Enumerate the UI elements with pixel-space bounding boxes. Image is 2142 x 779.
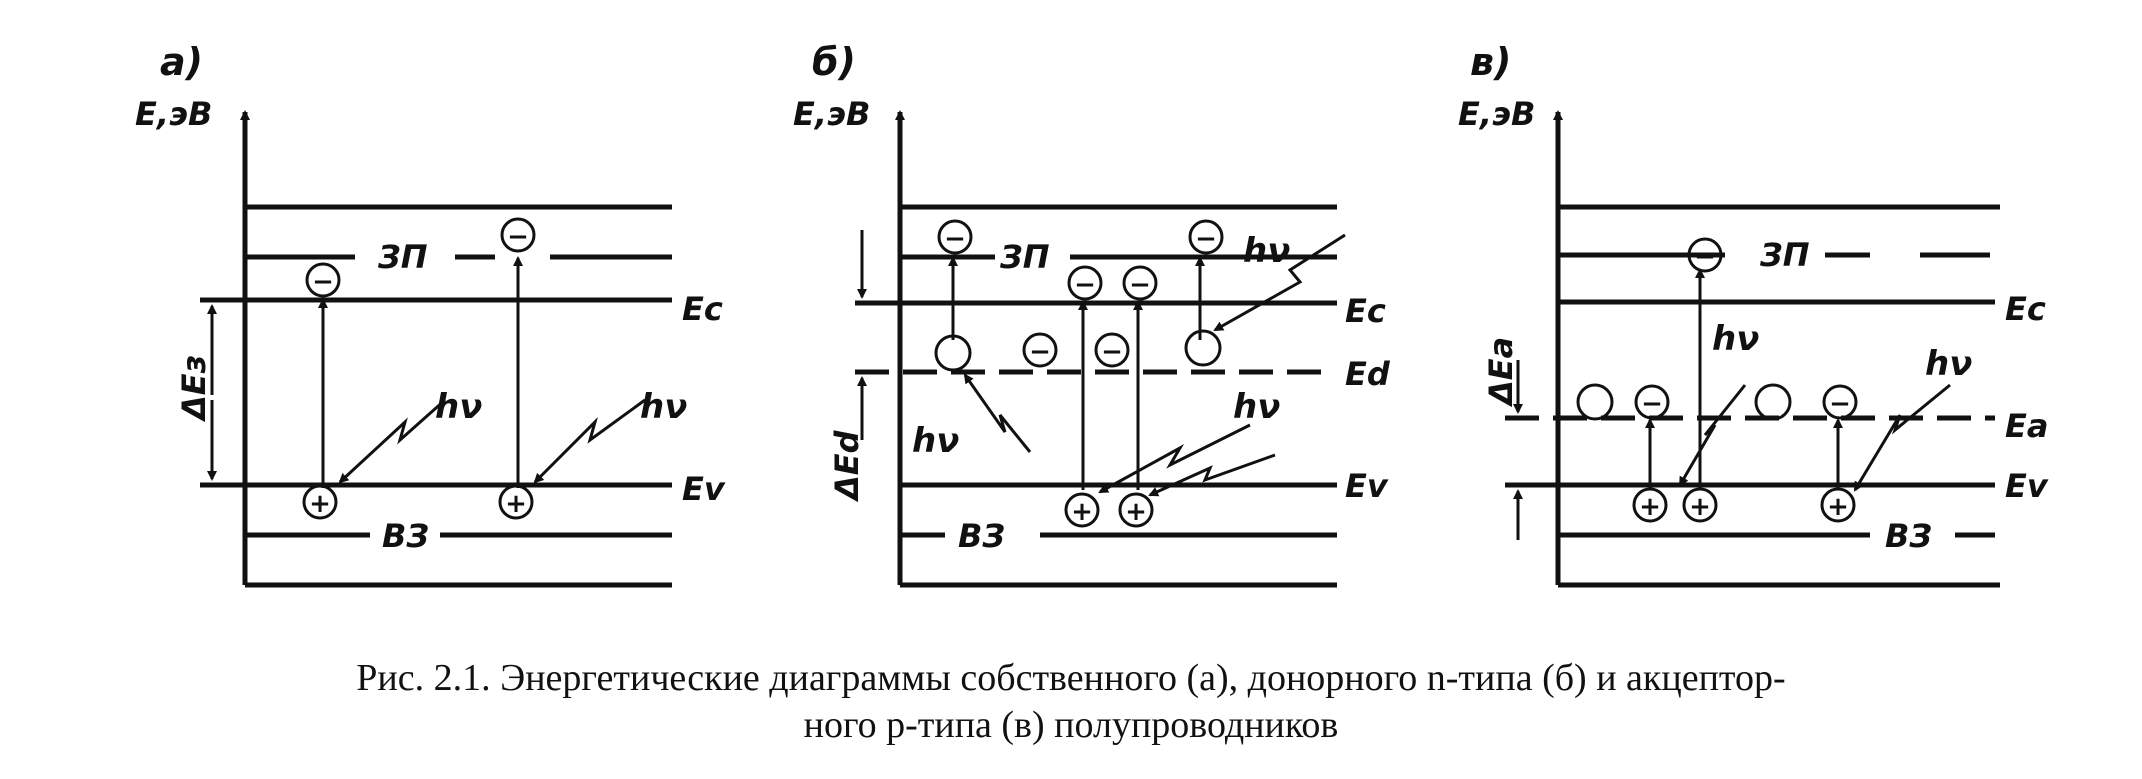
panel-b: б) E,эВ ЗП Ec Ed Ev ВЗ ΔEd − − − (793, 40, 1391, 588)
svg-text:+: + (1125, 497, 1147, 527)
panel-a: a) E,эВ ЗП Ec Ev ВЗ ΔEз − − + + (135, 40, 726, 588)
electron-icon: − (1122, 265, 1158, 301)
panel-b-photon-label-1: hν (912, 421, 959, 461)
panel-b-photon-2 (1098, 423, 1251, 494)
panel-c-ea-label: Ea (2005, 407, 2048, 445)
svg-text:−: − (507, 222, 529, 252)
svg-text:−: − (312, 267, 334, 297)
svg-text:−: − (1195, 224, 1217, 254)
panel-b-photon-1 (963, 373, 1032, 453)
panel-a-photon-label-1: hν (435, 387, 482, 427)
panel-c-valence-band-label: ВЗ (1885, 517, 1932, 555)
panel-a-axis-label: E,эВ (135, 95, 212, 133)
hole-icon: + (302, 484, 338, 520)
svg-text:−: − (1641, 389, 1663, 419)
panel-b-ed-label: Ed (1345, 355, 1391, 393)
panel-c-photon-label-2: hν (1925, 344, 1972, 384)
svg-text:+: + (309, 489, 331, 519)
hole-icon: + (1118, 492, 1154, 528)
panel-c-ec-label: Ec (2005, 290, 2046, 328)
electron-icon: − (1634, 384, 1670, 420)
svg-text:−: − (1829, 389, 1851, 419)
panel-a-valence-band-label: ВЗ (382, 517, 429, 555)
panel-c-ev-label: Ev (2005, 467, 2049, 505)
panel-a-ec-label: Ec (682, 290, 723, 328)
panel-b-letter: б) (812, 40, 856, 84)
svg-text:−: − (1101, 337, 1123, 367)
neutral-acceptor-icon (1576, 383, 1614, 421)
hole-icon: + (1064, 492, 1100, 528)
panel-a-letter: a) (160, 40, 203, 84)
ionized-donor-icon (934, 334, 972, 372)
panel-c-photon-1 (1678, 384, 1747, 487)
hole-icon: + (1632, 487, 1668, 523)
ionized-donor-icon (1184, 329, 1222, 367)
panel-a-gap-label: ΔEз (175, 355, 213, 423)
svg-text:−: − (1029, 337, 1051, 367)
panel-a-photon-1 (338, 398, 446, 484)
svg-text:+: + (505, 489, 527, 519)
panel-c-axis-label: E,эВ (1458, 95, 1535, 133)
panel-c: в) E,эВ ЗП Ec Ea Ev ВЗ ΔEa − − (1458, 40, 2049, 588)
svg-text:+: + (1071, 497, 1093, 527)
svg-text:−: − (1129, 270, 1151, 300)
svg-text:+: + (1689, 492, 1711, 522)
svg-text:−: − (1074, 270, 1096, 300)
panel-b-photon-4 (1213, 233, 1346, 332)
electron-icon: − (500, 217, 536, 253)
electron-icon: − (1188, 219, 1224, 255)
panel-a-photon-2 (533, 398, 646, 484)
panel-b-valence-band-label: ВЗ (958, 517, 1005, 555)
panel-b-photon-3 (1148, 453, 1276, 497)
panel-b-conduction-band-label: ЗП (999, 238, 1050, 276)
svg-text:+: + (1827, 492, 1849, 522)
panel-c-gap-label: ΔEa (1482, 337, 1520, 408)
panel-b-ev-label: Ev (1345, 467, 1389, 505)
panel-c-letter: в) (1470, 40, 1511, 84)
panel-b-gap-label: ΔEd (828, 429, 866, 503)
electron-icon: − (1022, 332, 1058, 368)
panel-b-photon-label-2: hν (1233, 387, 1280, 427)
panel-c-conduction-band-label: ЗП (1759, 236, 1810, 274)
panel-b-ec-label: Ec (1345, 292, 1386, 330)
electron-icon: − (305, 262, 341, 298)
svg-text:+: + (1639, 492, 1661, 522)
panel-b-axis-label: E,эВ (793, 95, 870, 133)
electron-icon: − (937, 219, 973, 255)
panel-c-photon-2 (1853, 383, 1951, 492)
hole-icon: + (498, 484, 534, 520)
hole-icon: + (1682, 487, 1718, 523)
electron-icon: − (1067, 265, 1103, 301)
hole-icon: + (1820, 487, 1856, 523)
panel-a-ev-label: Ev (682, 470, 726, 508)
panel-a-photon-label-2: hν (640, 387, 687, 427)
svg-text:−: − (1694, 242, 1716, 272)
svg-text:−: − (944, 224, 966, 254)
electron-icon: − (1094, 332, 1130, 368)
panel-b-photon-label-3: hν (1243, 231, 1290, 271)
neutral-acceptor-icon (1754, 383, 1792, 421)
panel-c-photon-label-1: hν (1712, 319, 1759, 359)
panel-a-conduction-band-label: ЗП (377, 238, 428, 276)
electron-icon: − (1822, 384, 1858, 420)
figure-caption-line-2: ного р-типа (в) полупроводников (804, 704, 1339, 746)
electron-icon: − (1687, 237, 1723, 273)
figure-caption-line-1: Рис. 2.1. Энергетические диаграммы собст… (356, 657, 1785, 699)
